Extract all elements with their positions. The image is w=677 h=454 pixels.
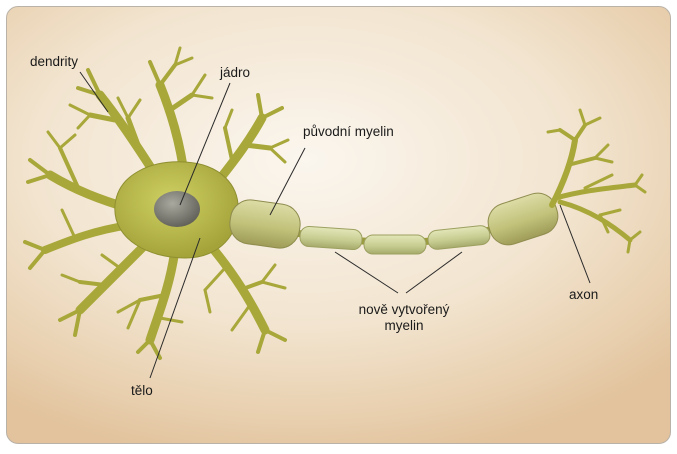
myelin-segments (229, 192, 559, 255)
new-myelin-segment (299, 225, 363, 251)
leader-nove-1 (334, 251, 399, 294)
leader-lines (79, 71, 591, 379)
leader-jadro (179, 82, 231, 206)
original-myelin-segment (229, 199, 301, 249)
leader-telo (149, 237, 201, 379)
label-axon: axon (569, 287, 599, 302)
axon-terminals (546, 108, 647, 254)
new-myelin-segment (363, 234, 427, 255)
label-puvodni-myelin: původní myelin (303, 124, 394, 139)
label-jadro: jádro (220, 65, 251, 80)
label-telo: tělo (131, 383, 153, 398)
label-dendrity: dendrity (30, 54, 79, 69)
leader-nove-2 (405, 251, 463, 294)
leader-axon (559, 204, 591, 284)
leader-dendrity (79, 71, 109, 113)
label-nove-line1: nově vytvořený (358, 302, 450, 317)
new-myelin-segment (427, 225, 491, 250)
label-nove-line2: myelin (384, 318, 424, 333)
nucleus (154, 191, 200, 227)
original-myelin-segment (487, 192, 559, 246)
leader-puvodni-myelin (269, 147, 306, 216)
label-nove-vytvoreny-myelin: nově vytvořený myelin (350, 302, 458, 334)
